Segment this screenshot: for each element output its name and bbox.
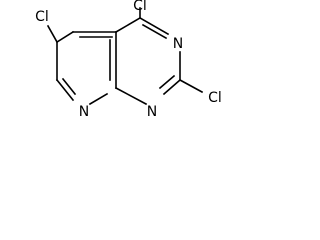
atom-cl-left: Cl: [35, 9, 49, 25]
atom-cl-top: Cl: [133, 0, 147, 14]
molecule-diagram: Cl Cl N Cl N N: [0, 0, 234, 138]
bond-n8-c8a: [88, 92, 109, 106]
bond-c6-c5: [55, 30, 75, 44]
bond-c4-n3-inner: [141, 23, 168, 40]
bond-c4-n3: [138, 16, 170, 36]
atom-n-pyridine: N: [79, 104, 89, 120]
atom-n-pyrimidine-bottom: N: [147, 104, 157, 120]
bond-c2-n1: [162, 78, 182, 96]
atom-labels: Cl Cl N Cl N N: [35, 0, 222, 120]
atom-cl-right: Cl: [208, 90, 222, 106]
structure-svg: Cl Cl N Cl N N: [35, 0, 222, 120]
bond-c7-n8: [55, 78, 75, 102]
bond-c2-n1-inner: [158, 74, 176, 90]
bond-c6-cl: [46, 24, 59, 44]
bond-c2-cl: [178, 78, 204, 94]
bond-c7-n8-inner: [61, 77, 77, 96]
bond-c4a-c4: [114, 16, 142, 34]
bond-n1-c8a: [114, 86, 148, 106]
atom-n-pyrimidine-top: N: [173, 36, 183, 52]
bonds: [46, 7, 204, 106]
